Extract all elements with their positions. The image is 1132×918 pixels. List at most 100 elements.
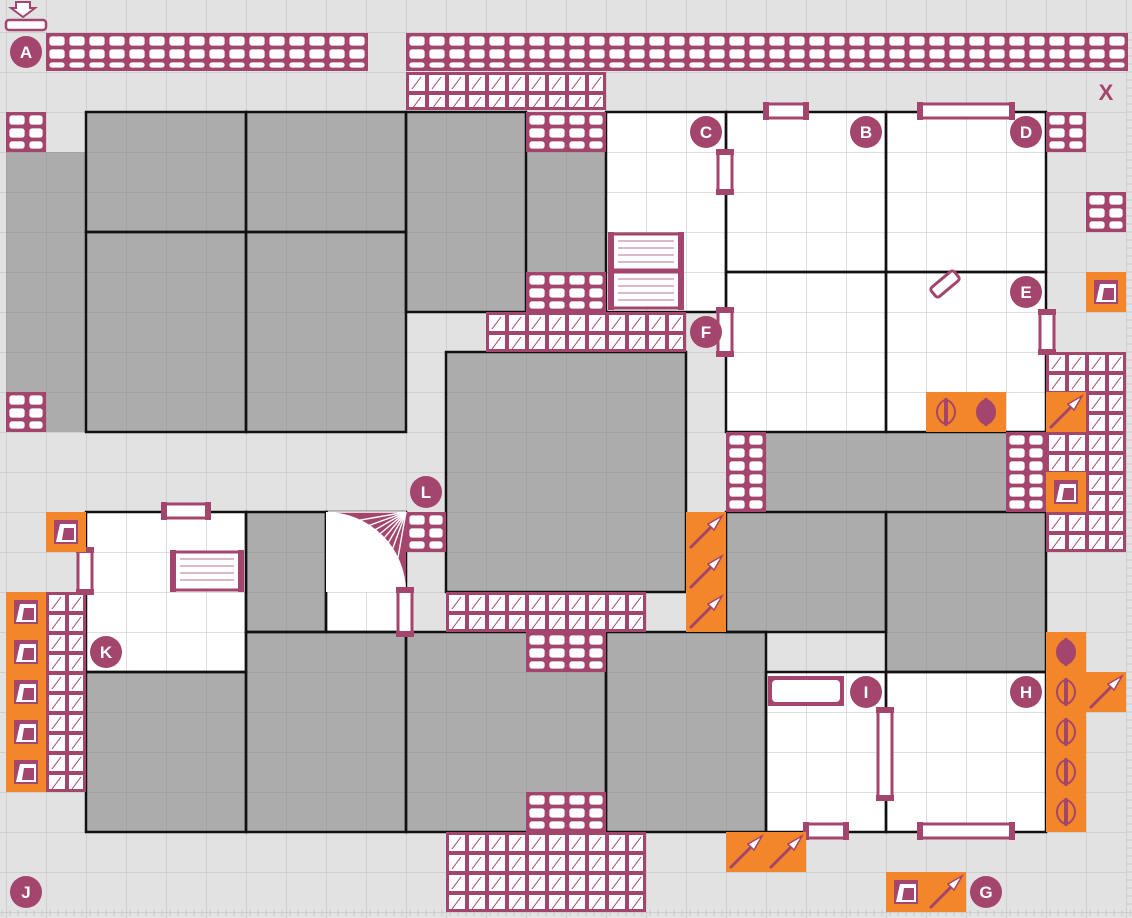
rubble-scratch xyxy=(571,336,582,350)
room-label-circle xyxy=(850,116,882,148)
room-label-text: J xyxy=(21,883,30,902)
stone-brick xyxy=(308,35,326,47)
stone-brick xyxy=(568,660,586,670)
stone-wall-icon xyxy=(1086,192,1126,232)
rubble-scratch xyxy=(591,96,602,110)
rubble-scratch xyxy=(471,876,482,890)
stone-wall-face xyxy=(772,680,840,702)
stone-brick xyxy=(648,61,666,69)
stairs-step xyxy=(355,511,407,573)
stone-wall-icon xyxy=(406,33,1128,71)
stone-brick xyxy=(748,486,764,498)
stone-brick xyxy=(528,634,546,646)
stone-brick xyxy=(1088,61,1106,69)
stone-brick xyxy=(988,61,1006,69)
stone-brick xyxy=(768,48,786,60)
rubble-scratch xyxy=(491,336,502,350)
blade-right xyxy=(1066,678,1076,706)
stone-brick xyxy=(1108,48,1126,60)
stone-brick xyxy=(848,35,866,47)
blade-trap-icon xyxy=(976,398,996,426)
stone-brick xyxy=(588,300,604,310)
spear-tip xyxy=(706,593,725,612)
pit-trap-icon xyxy=(14,720,38,744)
down-arrow-icon xyxy=(4,1,48,32)
stone-brick xyxy=(468,61,486,69)
stone-brick xyxy=(128,35,146,47)
rubble-scratch xyxy=(631,336,642,350)
spear-trap-icon xyxy=(728,833,765,870)
stone-brick xyxy=(708,35,726,47)
door-hinge xyxy=(803,102,809,120)
stone-brick xyxy=(788,35,806,47)
stone-brick xyxy=(408,61,426,69)
door-icon xyxy=(929,269,961,299)
stone-brick xyxy=(408,35,426,47)
stone-brick xyxy=(468,48,486,60)
stone-brick xyxy=(628,35,646,47)
spear-shaft xyxy=(728,844,754,870)
stone-brick xyxy=(188,48,206,60)
rubble-scratch xyxy=(1091,476,1102,490)
rubble-scratch xyxy=(1091,396,1102,410)
rubble-scratch xyxy=(611,876,622,890)
stone-brick xyxy=(508,48,526,60)
stone-brick xyxy=(1008,473,1026,485)
stone-brick xyxy=(228,48,246,60)
stone-brick xyxy=(148,35,166,47)
blade-trap-icon xyxy=(1056,678,1076,706)
stairs-step xyxy=(338,511,407,552)
stone-brick xyxy=(608,48,626,60)
rubble-scratch xyxy=(611,336,622,350)
spear-trap-icon xyxy=(768,833,805,870)
rubble-scratch xyxy=(591,616,602,630)
rubble-scratch xyxy=(71,756,82,770)
stone-brick xyxy=(1068,127,1084,139)
rubble-scratch xyxy=(431,76,442,90)
stone-brick xyxy=(548,127,566,139)
rubble-scratch xyxy=(531,596,542,610)
stone-brick xyxy=(148,61,166,69)
rubble-scratch xyxy=(551,76,562,90)
room-label-text: L xyxy=(421,483,431,502)
rubble-scratch xyxy=(1111,416,1122,430)
stone-brick xyxy=(808,61,826,69)
stone-brick xyxy=(948,35,966,47)
stone-brick xyxy=(748,61,766,69)
stone-brick xyxy=(1028,61,1046,69)
rubble-scratch xyxy=(531,876,542,890)
table-icon xyxy=(608,232,684,272)
rubble-icon xyxy=(406,72,606,110)
stone-brick xyxy=(528,140,546,150)
stone-brick xyxy=(548,274,566,286)
stairs-step xyxy=(378,511,407,586)
stone-brick xyxy=(948,61,966,69)
stone-brick xyxy=(668,35,686,47)
stone-brick xyxy=(528,660,546,670)
rubble-tile xyxy=(549,95,565,107)
rubble-scratch xyxy=(531,336,542,350)
rubble-scratch xyxy=(611,616,622,630)
stone-brick xyxy=(48,48,66,60)
stone-brick xyxy=(428,48,446,60)
door-hinge xyxy=(396,631,414,637)
rubble-scratch xyxy=(451,876,462,890)
rubble-scratch xyxy=(451,616,462,630)
rubble-scratch xyxy=(491,836,502,850)
stone-brick xyxy=(808,48,826,60)
spear-trap-icon xyxy=(688,593,725,630)
stone-brick xyxy=(788,48,806,60)
pit-trap-inner xyxy=(902,888,914,900)
rubble-scratch xyxy=(1071,376,1082,390)
rubble-scratch xyxy=(411,96,422,110)
room-label-text: A xyxy=(20,43,32,62)
stone-brick xyxy=(508,61,526,69)
rubble-scratch xyxy=(471,76,482,90)
blade-right xyxy=(1066,758,1076,786)
stone-brick xyxy=(528,287,546,299)
stone-brick xyxy=(1028,499,1044,510)
stone-brick xyxy=(768,61,786,69)
stone-brick xyxy=(8,114,26,126)
stone-brick xyxy=(88,35,106,47)
pit-trap-inner xyxy=(1102,288,1114,300)
